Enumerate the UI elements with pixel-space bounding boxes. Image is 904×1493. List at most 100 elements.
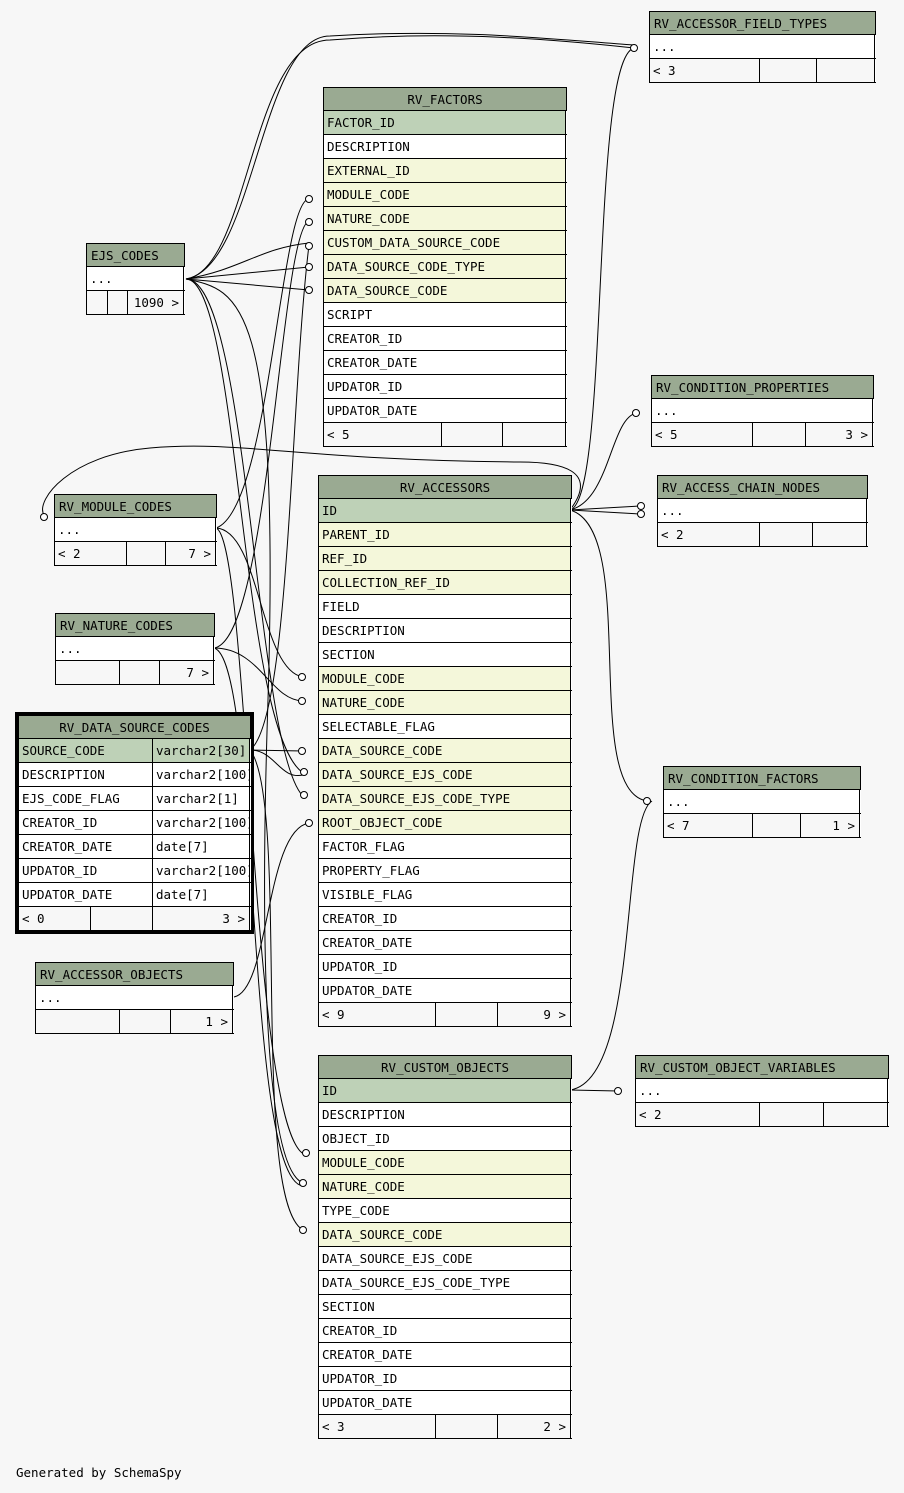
crowfoot-marker	[637, 510, 645, 518]
column-name: EJS_CODE_FLAG	[19, 787, 153, 810]
column-row: MODULE_CODE	[319, 1151, 572, 1175]
crowfoot-marker	[614, 1087, 622, 1095]
column-name: SOURCE_CODE	[19, 739, 153, 762]
table-ejs-codes[interactable]: EJS_CODES ... 1090 >	[86, 243, 185, 315]
table-rv-accessor-objects[interactable]: RV_ACCESSOR_OBJECTS ... 1 >	[35, 962, 234, 1034]
footer-parents: < 7	[664, 814, 753, 837]
column-name: DATA_SOURCE_CODE_TYPE	[324, 255, 566, 278]
table-rv-condition-properties[interactable]: RV_CONDITION_PROPERTIES ... < 5 3 >	[651, 375, 874, 447]
column-row: NATURE_CODE	[319, 691, 572, 715]
column-row: ID	[319, 499, 572, 523]
column-name: SELECTABLE_FLAG	[319, 715, 571, 738]
column-row: ROOT_OBJECT_CODE	[319, 811, 572, 835]
link-accessors-to-condition-factors	[569, 509, 648, 802]
table-body: ...	[650, 35, 875, 58]
crowfoot-marker	[302, 1149, 310, 1157]
link-ejs-to-factors-3	[185, 242, 310, 280]
column-row: DATA_SOURCE_EJS_CODE_TYPE	[319, 787, 572, 811]
footer-spacer	[753, 814, 801, 837]
column-row: REF_ID	[319, 547, 572, 571]
column-name: CREATOR_ID	[319, 907, 571, 930]
column-name: SECTION	[319, 1295, 571, 1318]
table-title: RV_DATA_SOURCE_CODES	[19, 716, 251, 739]
column-row: CREATOR_DATE	[324, 351, 567, 375]
column-row: DATA_SOURCE_EJS_CODE_TYPE	[319, 1271, 572, 1295]
column-row: DESCRIPTION	[324, 135, 567, 159]
table-rv-access-chain-nodes[interactable]: RV_ACCESS_CHAIN_NODES ... < 2	[657, 475, 868, 547]
column-name: NATURE_CODE	[324, 207, 566, 230]
link-custom-objects-to-variables	[569, 1089, 619, 1092]
link-datasource-to-factors	[249, 244, 310, 751]
footer-spacer	[108, 291, 128, 314]
table-title: RV_CUSTOM_OBJECT_VARIABLES	[636, 1056, 889, 1079]
column-type: date[7]	[153, 883, 250, 906]
column-name: MODULE_CODE	[324, 183, 566, 206]
crowfoot-marker	[305, 195, 313, 203]
credit-text: Generated by SchemaSpy	[16, 1465, 182, 1480]
column-name: FACTOR_FLAG	[319, 835, 571, 858]
table-rv-nature-codes[interactable]: RV_NATURE_CODES ... 7 >	[55, 613, 215, 685]
table-body: ...	[56, 637, 214, 660]
table-rv-custom-object-variables[interactable]: RV_CUSTOM_OBJECT_VARIABLES ... < 2	[635, 1055, 889, 1127]
column-name: PARENT_ID	[319, 523, 571, 546]
column-row: UPDATOR_ID	[324, 375, 567, 399]
column-row: UPDATOR_ID	[319, 1367, 572, 1391]
column-name: COLLECTION_REF_ID	[319, 571, 571, 594]
footer-spacer	[127, 542, 166, 565]
column-name: NATURE_CODE	[319, 1175, 571, 1198]
table-body: ...	[652, 399, 873, 422]
table-rv-module-codes[interactable]: RV_MODULE_CODES ... < 2 7 >	[54, 494, 217, 566]
column-name: FIELD	[319, 595, 571, 618]
link-accessors-to-chain-nodes	[569, 505, 641, 511]
column-row: ID	[319, 1079, 572, 1103]
table-rv-accessor-field-types[interactable]: RV_ACCESSOR_FIELD_TYPES ... < 3	[649, 11, 876, 83]
column-row: SCRIPT	[324, 303, 567, 327]
column-name: REF_ID	[319, 547, 571, 570]
footer-children: 1090 >	[128, 291, 184, 314]
column-name: UPDATOR_DATE	[324, 399, 566, 422]
column-row: PARENT_ID	[319, 523, 572, 547]
table-rv-condition-factors[interactable]: RV_CONDITION_FACTORS ... < 7 1 >	[663, 766, 861, 838]
column-name: DATA_SOURCE_EJS_CODE_TYPE	[319, 787, 571, 810]
footer-children: 1 >	[801, 814, 860, 837]
column-row: DESCRIPTION	[319, 1103, 572, 1127]
table-body: ...	[636, 1079, 888, 1102]
crowfoot-marker	[40, 513, 48, 521]
column-row: CREATOR_DATE	[319, 1343, 572, 1367]
column-name: PROPERTY_FLAG	[319, 859, 571, 882]
footer-children: 3 >	[806, 423, 873, 446]
column-row: DATA_SOURCE_CODE	[319, 1223, 572, 1247]
table-title: RV_ACCESS_CHAIN_NODES	[658, 476, 868, 499]
link-accessors-to-field-types	[569, 47, 635, 511]
table-body: ...	[658, 499, 867, 522]
link-datasource-accessors-ejs	[249, 749, 304, 776]
column-name: MODULE_CODE	[319, 1151, 571, 1174]
column-name: DATA_SOURCE_EJS_CODE_TYPE	[319, 1271, 571, 1294]
crowfoot-marker	[298, 747, 306, 755]
footer-spacer	[760, 523, 813, 546]
column-row: CREATOR_ID	[319, 907, 572, 931]
table-title: RV_FACTORS	[324, 88, 567, 111]
footer-parents	[36, 1010, 120, 1033]
column-name: ROOT_OBJECT_CODE	[319, 811, 571, 834]
footer-children	[503, 423, 566, 446]
column-name: SECTION	[319, 643, 571, 666]
table-title: RV_ACCESSOR_FIELD_TYPES	[650, 12, 876, 35]
crowfoot-marker	[299, 1226, 307, 1234]
footer-parents: < 5	[652, 423, 753, 446]
column-name: CREATOR_DATE	[319, 1343, 571, 1366]
footer-spacer	[760, 59, 817, 82]
footer-children: 1 >	[171, 1010, 233, 1033]
footer-parents: < 5	[324, 423, 442, 446]
column-row: SECTION	[319, 1295, 572, 1319]
footer-spacer	[120, 661, 160, 684]
table-title: RV_MODULE_CODES	[55, 495, 217, 518]
column-name: DESCRIPTION	[319, 1103, 571, 1126]
footer-spacer	[436, 1003, 498, 1026]
